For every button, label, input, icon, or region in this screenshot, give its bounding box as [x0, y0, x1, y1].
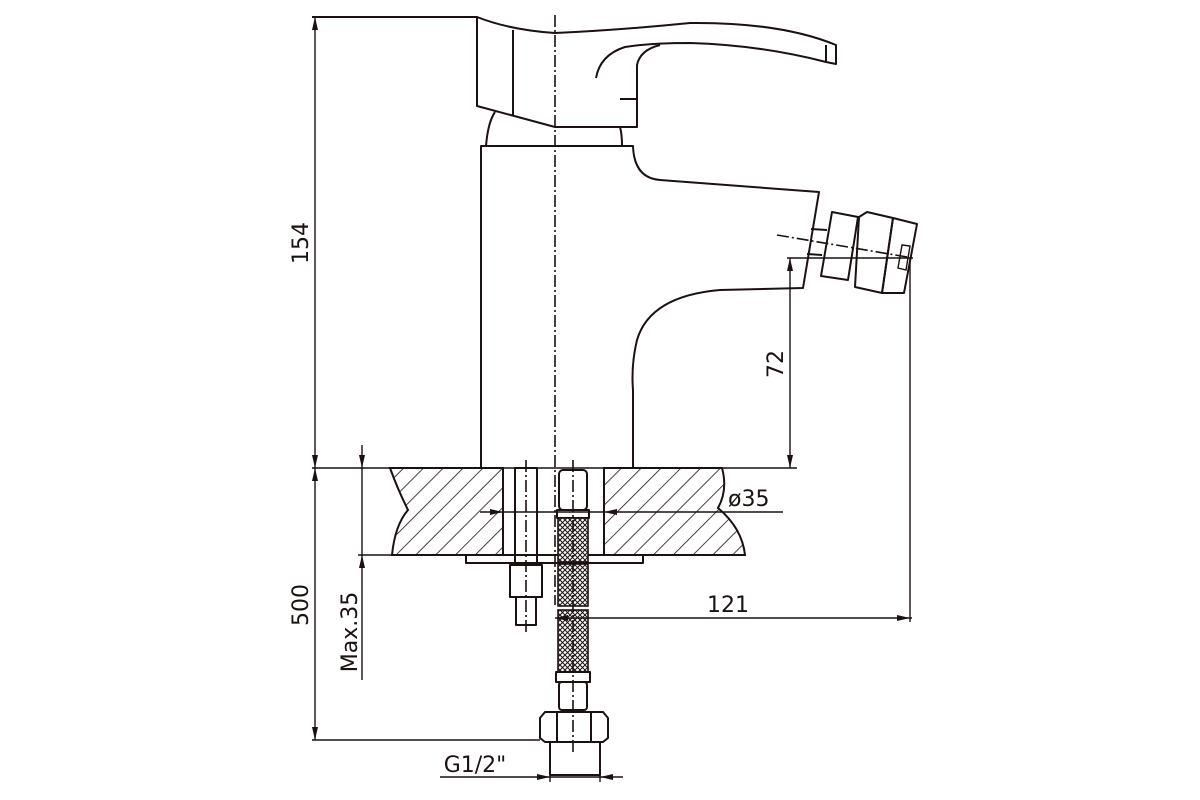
dim-spout-height-label: 72	[764, 350, 789, 378]
dim-total-height-label: 154	[289, 222, 314, 264]
dim-max-thickness-label: Max.35	[338, 592, 363, 672]
dim-hole-diameter-label: ø35	[728, 487, 769, 512]
dim-spout-reach-label: 121	[707, 593, 749, 618]
faucet-body	[480, 111, 820, 468]
countertop-section	[388, 467, 747, 564]
bidet-nozzle	[776, 211, 918, 294]
flexible-hose	[539, 460, 609, 776]
dim-thread-label: G1/2"	[444, 753, 507, 778]
dim-hose-length-label: 500	[289, 584, 314, 626]
dimension-lines	[312, 16, 913, 782]
mounting-stud	[509, 460, 543, 632]
lever-handle	[312, 16, 837, 128]
